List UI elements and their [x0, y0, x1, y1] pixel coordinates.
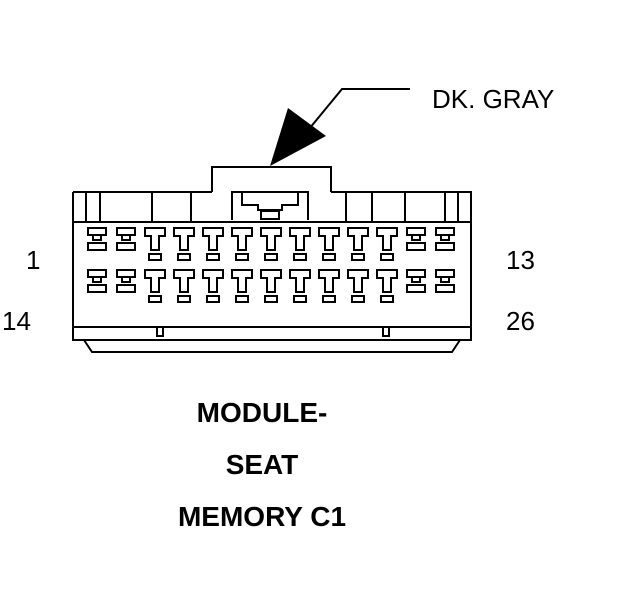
pin-cavity-latch [293, 253, 307, 261]
pin-cavity-lower [435, 284, 455, 293]
pin-cavity [406, 269, 426, 278]
pin-cavity [347, 227, 369, 251]
pin-cavity [87, 227, 107, 236]
key-left [156, 327, 164, 337]
latch-inner [231, 191, 309, 220]
pin-number-top-left: 1 [26, 245, 41, 275]
connector-housing [72, 166, 472, 353]
latch-tab [241, 192, 299, 211]
pin-cavity-latch [380, 253, 394, 261]
pin-cavity-lower [435, 242, 455, 251]
pin-cavity [87, 269, 107, 278]
pin-cavity [144, 269, 166, 293]
pin-cavity-lower [87, 242, 107, 251]
pin-cavity [202, 227, 224, 251]
pin-cavity-lower [406, 284, 426, 293]
pin-cavity [435, 269, 455, 278]
pin-cavity-neck [92, 276, 102, 283]
base-flange [83, 339, 461, 353]
pin-cavity [173, 269, 195, 293]
pin-cavity-lower [406, 242, 426, 251]
pin-cavity-neck [440, 276, 450, 283]
connector-title-line-2: SEAT [225, 449, 299, 480]
pin-cavity [318, 227, 340, 251]
callout-leader-line [299, 88, 410, 141]
pin-cavity [202, 269, 224, 293]
pin-cavity-latch [177, 295, 191, 303]
pin-cavity-latch [235, 295, 249, 303]
pin-cavity [173, 227, 195, 251]
latch-slot [260, 210, 280, 220]
pin-cavity-latch [206, 253, 220, 261]
pin-cavity-latch [322, 253, 336, 261]
pin-cavity-latch [380, 295, 394, 303]
connector-title-line-1: MODULE- [196, 397, 328, 428]
pin-cavity [260, 269, 282, 293]
pin-cavity-lower [116, 242, 136, 251]
pin-cavity-latch [351, 295, 365, 303]
pin-cavity-neck [92, 234, 102, 241]
pin-cavity-lower [116, 284, 136, 293]
latch-outline [211, 166, 332, 192]
pin-number-bottom-right: 26 [506, 306, 535, 336]
wire-color-callout [270, 88, 410, 166]
pin-cavities [87, 227, 455, 303]
pin-cavity-neck [121, 234, 131, 241]
pin-cavity [231, 269, 253, 293]
pin-cavity-neck [411, 234, 421, 241]
pin-cavity [116, 269, 136, 278]
pin-cavity-latch [264, 295, 278, 303]
pin-cavity [347, 269, 369, 293]
pin-cavity-latch [322, 295, 336, 303]
pin-cavity [435, 227, 455, 236]
key-right [382, 327, 390, 337]
pin-number-top-right: 13 [506, 245, 535, 275]
pin-cavity-latch [293, 295, 307, 303]
pin-cavity-latch [148, 253, 162, 261]
housing-outline [72, 191, 472, 341]
pin-cavity [318, 269, 340, 293]
pin-cavity [144, 227, 166, 251]
pin-cavity [289, 269, 311, 293]
pin-cavity-latch [351, 253, 365, 261]
pin-cavity [289, 227, 311, 251]
connector-title-line-3: MEMORY C1 [177, 501, 347, 532]
pin-cavity [376, 269, 398, 293]
pin-cavity-latch [206, 295, 220, 303]
pin-cavity-latch [235, 253, 249, 261]
pin-cavity [376, 227, 398, 251]
wire-color-label: DK. GRAY [432, 84, 555, 114]
pin-cavity-neck [440, 234, 450, 241]
callout-arrowhead [270, 108, 326, 166]
pin-cavity-neck [411, 276, 421, 283]
pin-cavity [116, 227, 136, 236]
pin-cavity-latch [148, 295, 162, 303]
pin-number-bottom-left: 14 [2, 306, 31, 336]
pin-cavity [231, 227, 253, 251]
pin-cavity [406, 227, 426, 236]
pin-cavity-latch [264, 253, 278, 261]
pin-cavity-latch [177, 253, 191, 261]
pin-cavity-lower [87, 284, 107, 293]
pin-cavity-neck [121, 276, 131, 283]
pin-cavity [260, 227, 282, 251]
